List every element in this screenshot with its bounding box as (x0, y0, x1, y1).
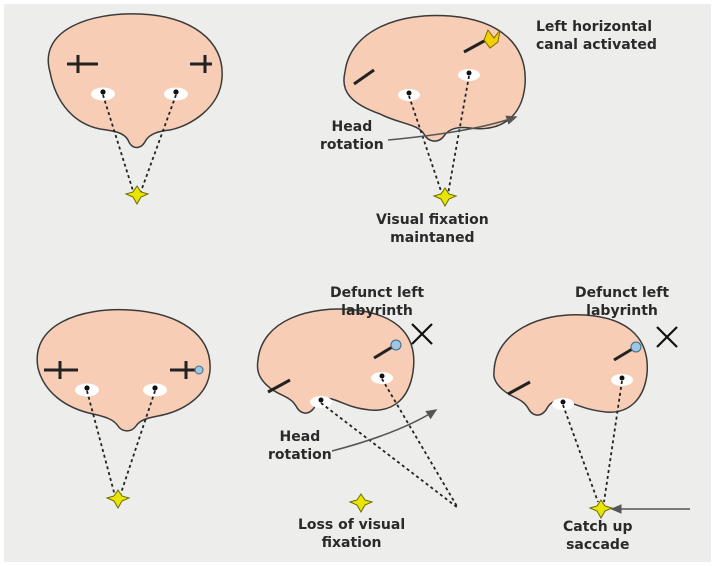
defunct-middle-line1: Defunct left (330, 284, 424, 302)
head-rotation-top-line1: Head (320, 118, 384, 136)
catch-up-line1: Catch up (563, 518, 633, 536)
loss-of-fixation-line2: fixation (298, 534, 405, 552)
head-rotation-bottom-line1: Head (268, 428, 332, 446)
canal-activated-label: Left horizontal canal activated (536, 18, 657, 54)
canal-activated-line2: canal activated (536, 36, 657, 54)
left-pupil (407, 91, 412, 96)
loss-of-fixation-line1: Loss of visual (298, 516, 405, 534)
right-pupil (467, 71, 472, 76)
right-pupil (620, 376, 625, 381)
head-rotation-label-bottom: Head rotation (268, 428, 332, 464)
head-rotation-top-line2: rotation (320, 136, 384, 154)
defunct-labyrinth-label-right: Defunct left labyrinth (575, 284, 669, 320)
defunct-labyrinth-label-middle: Defunct left labyrinth (330, 284, 424, 320)
catch-up-line2: saccade (563, 536, 633, 554)
left-pupil (100, 89, 105, 94)
right-pupil (152, 385, 157, 390)
labyrinth-defunct-icon (195, 366, 203, 374)
fixation-maintained-line2: maintaned (376, 229, 489, 247)
head-rotation-label-top: Head rotation (320, 118, 384, 154)
loss-of-fixation-label: Loss of visual fixation (298, 516, 405, 552)
catch-up-saccade-label: Catch up saccade (563, 518, 633, 554)
defunct-right-line1: Defunct left (575, 284, 669, 302)
labyrinth-defunct-icon (631, 342, 641, 352)
defunct-right-line2: labyrinth (575, 302, 669, 320)
right-pupil (380, 374, 385, 379)
fixation-maintained-line1: Visual fixation (376, 211, 489, 229)
canal-activated-line1: Left horizontal (536, 18, 657, 36)
head-rotation-bottom-line2: rotation (268, 446, 332, 464)
defunct-middle-line2: labyrinth (330, 302, 424, 320)
right-pupil (173, 89, 178, 94)
fixation-maintained-label: Visual fixation maintaned (376, 211, 489, 247)
labyrinth-defunct-icon (391, 340, 401, 350)
left-pupil (84, 385, 89, 390)
left-pupil (561, 400, 566, 405)
left-pupil (319, 398, 324, 403)
